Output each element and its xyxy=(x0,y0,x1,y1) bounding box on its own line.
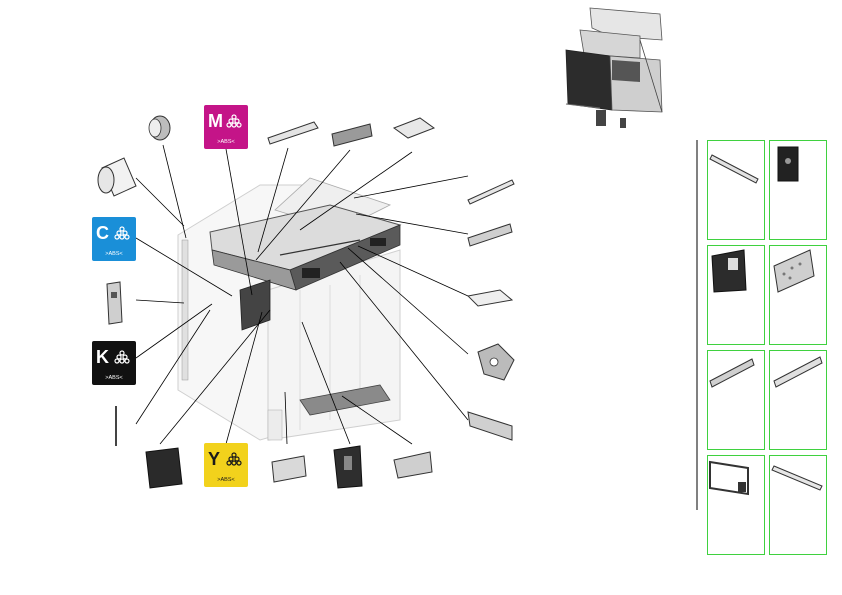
magenta-toner-letter: M xyxy=(208,111,223,131)
palette-cell-frame-bracket xyxy=(707,455,765,555)
dark-square-plate-thumb xyxy=(777,146,799,182)
toner-dots-icon xyxy=(114,350,130,364)
fuser-sleeve-part xyxy=(148,115,171,141)
cyan-toner-badge: C >ABS< xyxy=(92,217,136,261)
thin-rod-thumb xyxy=(771,465,823,491)
black-toner-badge: K >ABS< xyxy=(92,341,136,385)
dark-panel-part xyxy=(145,447,183,489)
palette-cell-long-rod xyxy=(707,140,765,240)
palette-cell-thin-rod xyxy=(769,455,827,555)
slotted-bar-bottom-part xyxy=(393,451,433,479)
callout-lines xyxy=(135,144,469,445)
toner-dots-icon xyxy=(114,226,130,240)
dark-bracket-thumb xyxy=(711,249,747,293)
long-rod-thumb xyxy=(709,154,759,184)
toner-dots-icon xyxy=(226,452,242,466)
slotted-rail-thumb xyxy=(709,358,755,388)
slotted-rail-right-part xyxy=(467,223,513,247)
frame-bracket-thumb xyxy=(709,460,749,496)
magenta-toner-tag: >ABS< xyxy=(217,139,235,145)
palette-cell-dark-square-plate xyxy=(769,140,827,240)
frame-rail-right-part xyxy=(467,411,513,441)
flat-bracket-right-part xyxy=(466,289,514,307)
yellow-toner-badge: Y >ABS< xyxy=(204,443,248,487)
angled-rail-thumb xyxy=(773,356,823,388)
perforated-panel-thumb xyxy=(773,249,815,293)
long-rod-right-part xyxy=(467,179,515,205)
palette-cell-dark-bracket xyxy=(707,245,765,345)
yellow-toner-letter: Y xyxy=(208,449,221,469)
toner-dots-icon xyxy=(226,114,242,128)
grey-cover-part xyxy=(271,455,307,483)
black-toner-tag: >ABS< xyxy=(105,375,123,381)
yellow-toner-tag: >ABS< xyxy=(217,477,235,483)
black-toner-letter: K xyxy=(96,347,109,367)
side-bracket-part xyxy=(106,281,123,325)
cyan-toner-tag: >ABS< xyxy=(105,251,123,257)
angled-bracket-part xyxy=(392,117,436,139)
assembly-thumbnail xyxy=(556,5,678,133)
palette-cell-slotted-rail xyxy=(707,350,765,450)
cam-plate-part xyxy=(477,343,515,381)
roller-sleeve-part xyxy=(97,157,137,197)
cyan-toner-letter: C xyxy=(96,223,109,243)
dark-bracket-bottom-part xyxy=(333,445,363,489)
palette-cell-perforated-panel xyxy=(769,245,827,345)
top-rail-part xyxy=(267,121,319,145)
magenta-toner-badge: M >ABS< xyxy=(204,105,248,149)
top-plate-part xyxy=(331,123,373,147)
printer-chassis xyxy=(177,177,402,441)
palette-cell-angled-rail xyxy=(769,350,827,450)
